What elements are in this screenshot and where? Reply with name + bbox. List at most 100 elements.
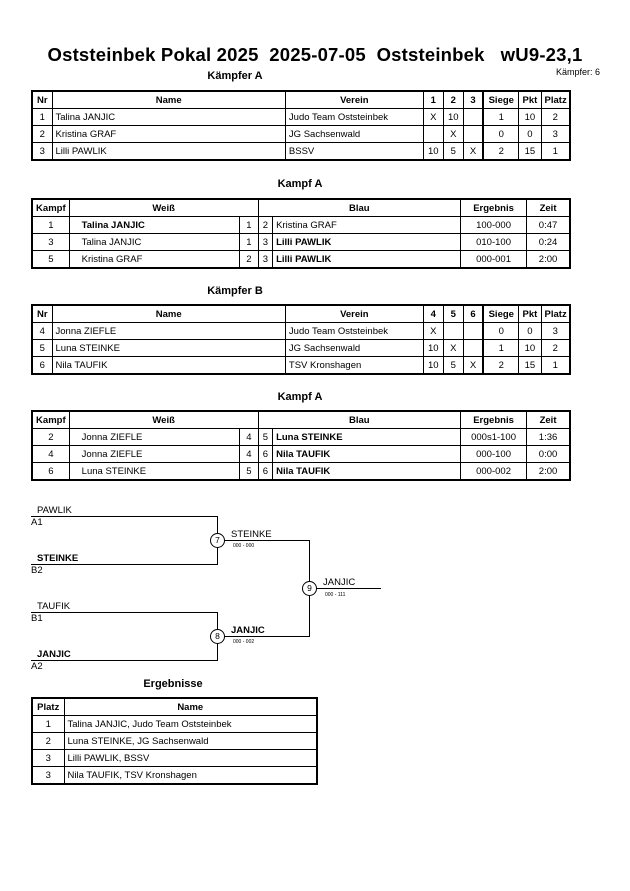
- cell: Nila TAUFIK, TSV Kronshagen: [63, 766, 318, 785]
- bracket-bot2-seed: A2: [31, 661, 43, 672]
- table-row: 1 Talina JANJIC, Judo Team Oststeinbek: [31, 715, 318, 733]
- cell: Lilli PAWLIK: [272, 233, 462, 251]
- cell: 2: [31, 428, 70, 446]
- col-header: Platz: [540, 90, 571, 109]
- col-header: Platz: [31, 697, 65, 716]
- col-header: 1: [422, 90, 444, 109]
- col-header: Kampf: [31, 410, 70, 429]
- cell: 3: [31, 142, 53, 161]
- bracket-top2-name: STEINKE: [37, 553, 79, 564]
- cell: 2: [31, 732, 65, 750]
- col-header: Weiß: [68, 410, 259, 429]
- cell: 2: [540, 108, 571, 126]
- cell: 10: [518, 108, 542, 126]
- table-row: 1 Talina JANJIC Judo Team Oststeinbek X …: [31, 108, 571, 126]
- cell: 4: [31, 322, 53, 340]
- bracket-bot1-name: TAUFIK: [37, 601, 71, 612]
- table-row: 2 Jonna ZIEFLE 4 5 Luna STEINKE 000s1-10…: [31, 428, 571, 446]
- fights-b-title: Kampf A: [277, 391, 323, 403]
- cell: 10: [422, 142, 444, 161]
- cell: [462, 108, 484, 126]
- cell: 0: [482, 125, 520, 143]
- table-row: 5 Luna STEINKE JG Sachsenwald 10 X 1 10 …: [31, 339, 571, 357]
- table-header-row: Kampf Weiß Blau Ergebnis Zeit: [31, 410, 571, 429]
- cell: Talina JANJIC: [68, 216, 241, 234]
- cell: Judo Team Oststeinbek: [284, 108, 424, 126]
- cell: 1: [540, 142, 571, 161]
- cell: 4: [239, 445, 259, 463]
- page-title: Oststeinbek Pokal 2025 2025-07-05 Ostste…: [47, 44, 583, 65]
- cell: 2: [482, 356, 520, 375]
- cell: Kristina GRAF: [68, 250, 241, 269]
- col-header: 2: [442, 90, 464, 109]
- cell: 3: [257, 233, 274, 251]
- fights-a-title: Kampf A: [277, 178, 323, 190]
- cell: 1: [540, 356, 571, 375]
- cell: TSV Kronshagen: [284, 356, 424, 375]
- bracket-semi2-winner: JANJIC: [231, 625, 265, 636]
- bracket-line: [31, 612, 218, 613]
- cell: 000-002: [460, 462, 528, 481]
- cell: Jonna ZIEFLE: [68, 428, 241, 446]
- col-header: Kampf: [31, 198, 70, 217]
- bracket-line: [31, 516, 218, 517]
- cell: 2: [257, 216, 274, 234]
- cell: 6: [257, 445, 274, 463]
- cell: 000-100: [460, 445, 528, 463]
- table-row: 1 Talina JANJIC 1 2 Kristina GRAF 100-00…: [31, 216, 571, 234]
- col-header: Nr: [31, 304, 53, 323]
- cell: 0: [518, 322, 542, 340]
- cell: 5: [442, 142, 464, 161]
- cell: Kristina GRAF: [51, 125, 286, 143]
- cell: 3: [31, 233, 70, 251]
- table-row: 3 Talina JANJIC 1 3 Lilli PAWLIK 010-100…: [31, 233, 571, 251]
- cell: 10: [422, 356, 444, 375]
- col-header: Ergebnis: [460, 198, 528, 217]
- cell: 1:36: [526, 428, 571, 446]
- cell: Jonna ZIEFLE: [51, 322, 286, 340]
- cell: Luna STEINKE: [272, 428, 462, 446]
- col-header: Nr: [31, 90, 53, 109]
- group-a-table: Nr Name Verein 1 2 3 Siege Pkt Platz 1 T…: [31, 90, 571, 161]
- cell: 1: [482, 339, 520, 357]
- cell: Luna STEINKE: [68, 462, 241, 481]
- cell: 2:00: [526, 462, 571, 481]
- cell: 2: [31, 125, 53, 143]
- cell: 4: [31, 445, 70, 463]
- cell: Luna STEINKE, JG Sachsenwald: [63, 732, 318, 750]
- cell: JG Sachsenwald: [284, 125, 424, 143]
- bracket-line: [31, 564, 218, 565]
- col-header: Pkt: [518, 304, 542, 323]
- cell: Talina JANJIC: [68, 233, 241, 251]
- cell: X: [442, 125, 464, 143]
- cell: 6: [257, 462, 274, 481]
- cell: 3: [257, 250, 274, 269]
- col-header: Name: [51, 90, 286, 109]
- cell: Nila TAUFIK: [272, 462, 462, 481]
- cell: 10: [422, 339, 444, 357]
- cell: 2: [482, 142, 520, 161]
- col-header: 3: [462, 90, 484, 109]
- bracket-line: [309, 588, 381, 589]
- cell: X: [422, 108, 444, 126]
- cell: 6: [31, 462, 70, 481]
- cell: Jonna ZIEFLE: [68, 445, 241, 463]
- table-row: 2 Kristina GRAF JG Sachsenwald X 0 0 3: [31, 125, 571, 143]
- bracket-top2-seed: B2: [31, 565, 43, 576]
- bracket-final-winner: JANJIC: [323, 577, 356, 588]
- cell: 10: [442, 108, 464, 126]
- bracket-line: [217, 636, 310, 637]
- cell: 15: [518, 356, 542, 375]
- cell: 5: [257, 428, 274, 446]
- col-header: Name: [51, 304, 286, 323]
- col-header: Blau: [257, 198, 462, 217]
- cell: X: [442, 339, 464, 357]
- cell: Kristina GRAF: [272, 216, 462, 234]
- cell: 000s1-100: [460, 428, 528, 446]
- col-header: Pkt: [518, 90, 542, 109]
- table-row: 2 Luna STEINKE, JG Sachsenwald: [31, 732, 318, 750]
- cell: 1: [239, 216, 259, 234]
- bracket-top1-name: PAWLIK: [37, 505, 72, 516]
- cell: Lilli PAWLIK: [51, 142, 286, 161]
- group-a-title: Kämpfer A: [207, 70, 263, 82]
